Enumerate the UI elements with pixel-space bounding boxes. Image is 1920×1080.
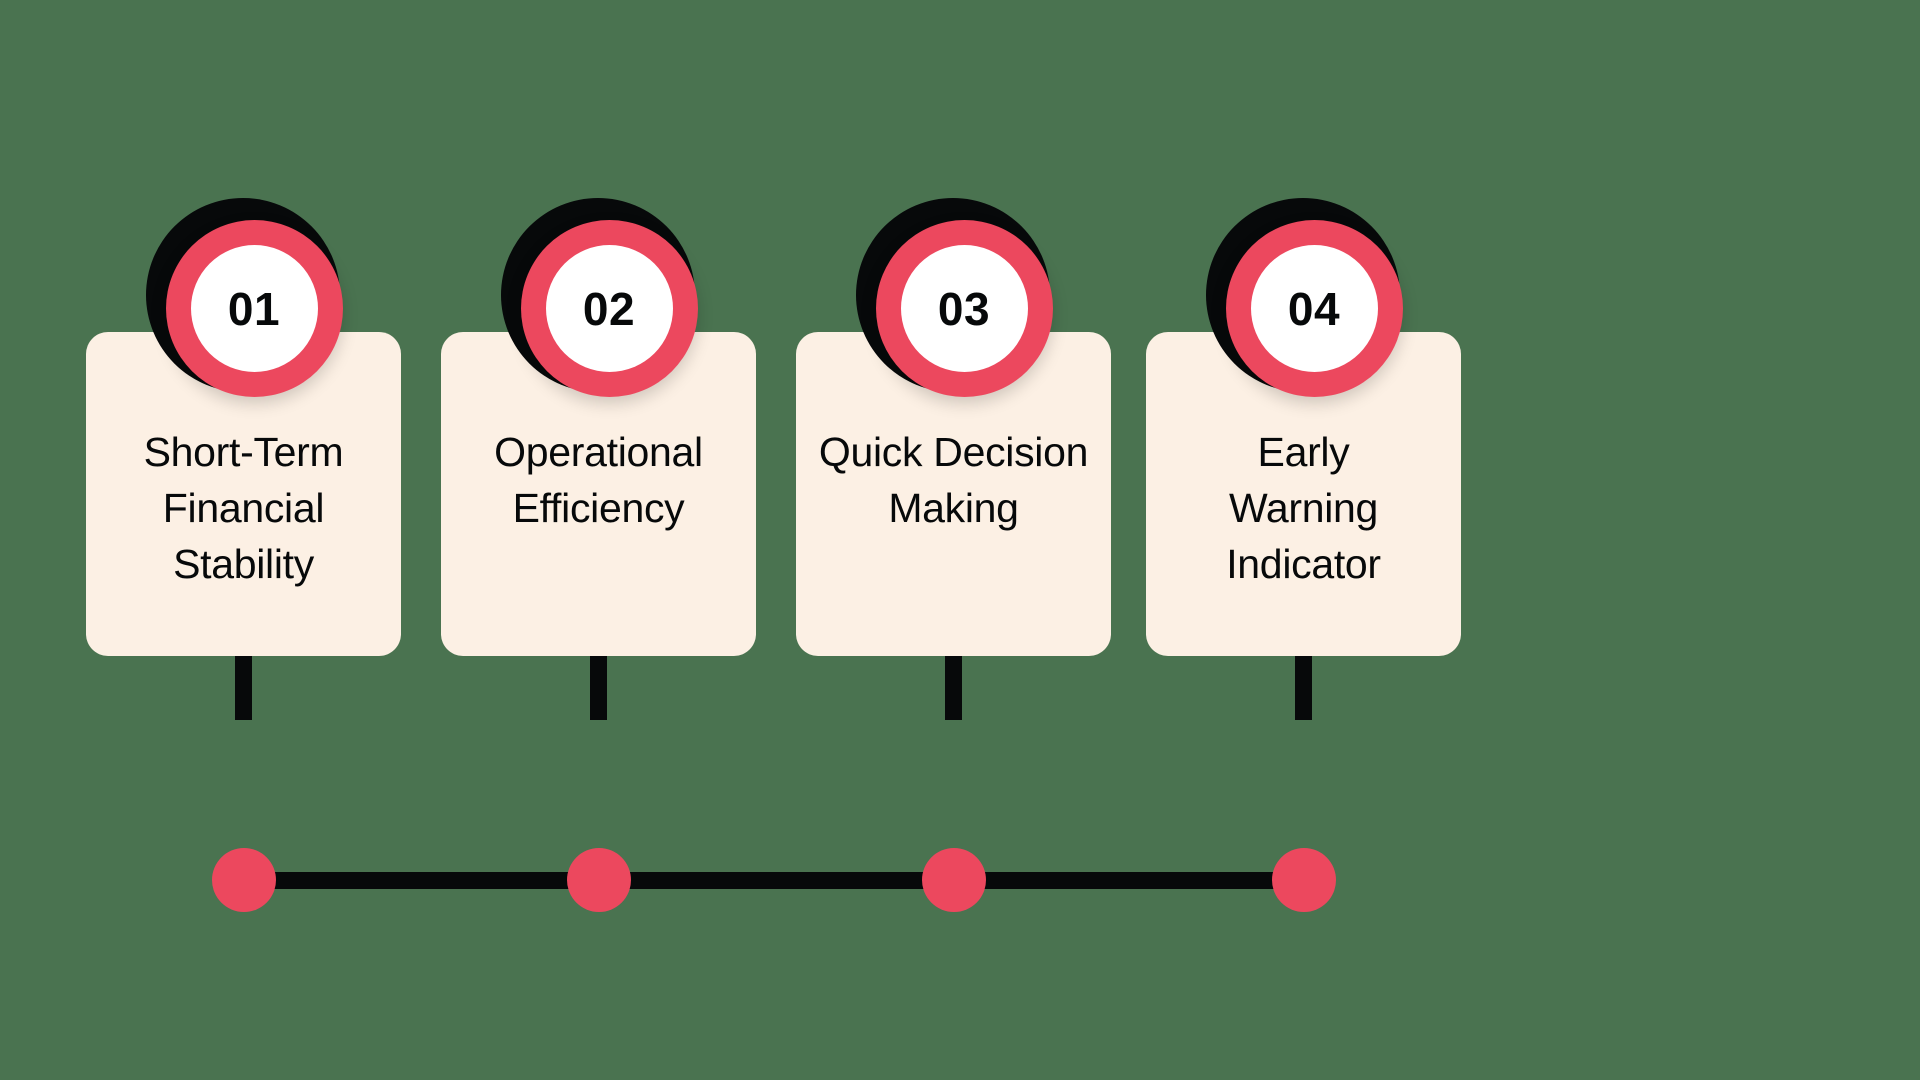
numbered-circle-icon-2: 02: [499, 198, 699, 398]
timeline-dot-icon-3[interactable]: [922, 848, 986, 912]
step-item-3[interactable]: Quick Decision Making 03: [796, 198, 1111, 656]
timeline-dot-icon-1[interactable]: [212, 848, 276, 912]
numbered-circle-icon-4: 04: [1204, 198, 1404, 398]
step-item-1[interactable]: Short-Term Financial Stability 01: [86, 198, 401, 656]
timeline-dot-icon-2[interactable]: [567, 848, 631, 912]
timeline-stem-4: [1295, 654, 1312, 720]
timeline-rail: [246, 872, 1306, 889]
step-label-1: Short-Term Financial Stability: [143, 429, 344, 587]
badge-ring-4: 04: [1225, 220, 1403, 397]
timeline-stem-3: [945, 654, 962, 720]
step-number-3: 03: [937, 282, 991, 335]
badge-inner-3: 03: [900, 245, 1028, 372]
badge-ring-3: 03: [875, 220, 1053, 397]
step-item-4[interactable]: Early Warning Indicator 04: [1146, 198, 1461, 656]
step-item-2[interactable]: Operational Efficiency 02: [441, 198, 756, 656]
step-label-2: Operational Efficiency: [494, 429, 703, 531]
badge-inner-4: 04: [1250, 245, 1378, 372]
badge-ring-2: 02: [520, 220, 698, 397]
numbered-circle-icon-3: 03: [854, 198, 1054, 398]
step-label-3: Quick Decision Making: [818, 429, 1089, 531]
step-label-4: Early Warning Indicator: [1226, 429, 1381, 587]
step-number-2: 02: [582, 282, 636, 335]
numbered-circle-icon-1: 01: [144, 198, 344, 398]
step-number-4: 04: [1287, 282, 1341, 335]
timeline-stem-2: [590, 654, 607, 720]
badge-inner-2: 02: [545, 245, 673, 372]
badge-ring-1: 01: [165, 220, 343, 397]
timeline-stem-1: [235, 654, 252, 720]
timeline-dot-icon-4[interactable]: [1272, 848, 1336, 912]
step-number-1: 01: [227, 282, 281, 335]
badge-inner-1: 01: [190, 245, 318, 372]
